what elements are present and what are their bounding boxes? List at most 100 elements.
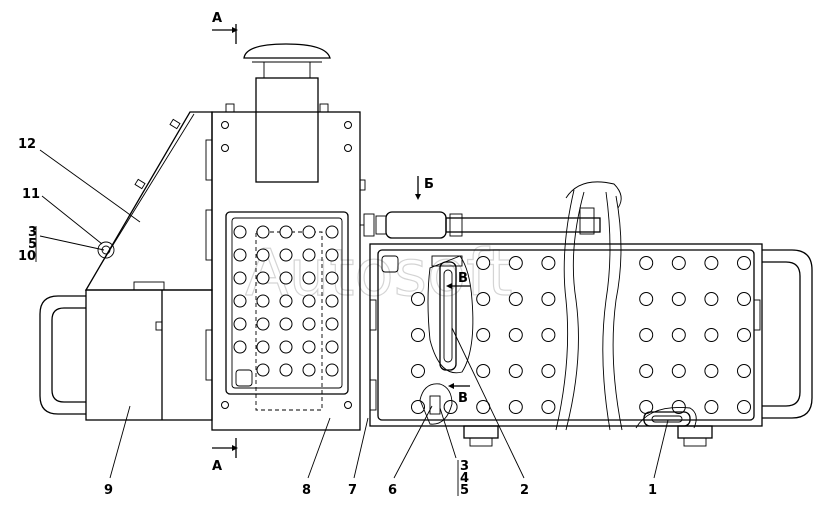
perforation-hole xyxy=(279,271,293,285)
perforation-hole xyxy=(704,328,719,342)
perforation-hole xyxy=(302,294,316,308)
callout-8: 8 xyxy=(302,483,311,498)
perforation-hole xyxy=(639,364,654,378)
perforation-hole xyxy=(256,340,270,354)
perforation-hole xyxy=(325,248,339,262)
perforation-hole xyxy=(325,340,339,354)
perforation-hole xyxy=(704,364,719,378)
left-handle xyxy=(39,295,86,415)
tank-body-part-7 xyxy=(369,243,763,427)
perforation-hole xyxy=(737,256,751,270)
perforation-hole xyxy=(279,340,293,354)
perforation-hole xyxy=(302,317,316,331)
perforation-hole xyxy=(737,400,751,414)
callout-stack-left-3: 10 xyxy=(18,249,36,264)
perforation-hole xyxy=(541,328,556,342)
perforation-hole xyxy=(302,340,316,354)
perforation-hole xyxy=(737,328,751,342)
filler-neck xyxy=(243,43,331,183)
leader-lines xyxy=(35,149,669,496)
perforation-hole xyxy=(541,364,556,378)
perforation-hole xyxy=(541,256,556,270)
perforation-hole xyxy=(541,400,556,414)
callout-stack-right-1: 3 xyxy=(460,459,469,474)
perforation-hole xyxy=(704,292,719,306)
perforation-hole xyxy=(737,292,751,306)
perforation-hole xyxy=(325,363,339,377)
section-a-top: А xyxy=(212,11,238,44)
central-housing-part-8 xyxy=(205,103,366,431)
perforation-hole xyxy=(639,256,654,270)
callout-7: 7 xyxy=(348,483,357,498)
callout-9: 9 xyxy=(104,483,113,498)
perforation-hole xyxy=(302,225,316,239)
perforation-hole xyxy=(704,400,719,414)
view-b-marker: Б xyxy=(415,176,434,200)
perforation-hole xyxy=(325,317,339,331)
break-lines xyxy=(555,181,623,431)
perforation-hole xyxy=(256,271,270,285)
section-v-top: В xyxy=(446,271,470,289)
perforation-hole xyxy=(233,225,247,239)
callout-1: 1 xyxy=(648,483,657,498)
perforation-hole xyxy=(508,364,523,378)
perforation-hole xyxy=(639,328,654,342)
perforation-hole xyxy=(233,294,247,308)
perforation-hole xyxy=(411,292,425,306)
perforation-hole xyxy=(508,400,523,414)
perforation-hole xyxy=(476,328,491,342)
callouts: 12 11 3 5 10 9 8 7 6 3 4 5 2 1 xyxy=(18,137,657,498)
callout-stack-left-2: 5 xyxy=(28,237,37,252)
drain-fitting-part-6 xyxy=(419,383,453,425)
perforation-hole xyxy=(508,256,523,270)
level-gauge-part-2 xyxy=(427,255,474,374)
perforation-hole xyxy=(639,292,654,306)
perforation-hole xyxy=(737,364,751,378)
perforation-hole xyxy=(279,363,293,377)
section-a-top-label: А xyxy=(212,11,222,26)
perforation-hole xyxy=(671,292,686,306)
perforation-hole xyxy=(279,248,293,262)
perforation-hole xyxy=(671,328,686,342)
perforation-hole xyxy=(256,363,270,377)
view-b-label: Б xyxy=(424,177,434,192)
perforation-hole xyxy=(541,292,556,306)
callout-11: 11 xyxy=(22,187,40,202)
perforation-hole xyxy=(302,363,316,377)
perforation-hole xyxy=(704,256,719,270)
callout-12: 12 xyxy=(18,137,36,152)
section-v-bottom-label: В xyxy=(458,391,468,406)
perforation-hole xyxy=(476,256,491,270)
right-handle xyxy=(762,249,813,419)
left-box-part-9 xyxy=(85,281,213,421)
perforation-hole xyxy=(671,256,686,270)
perforation-hole xyxy=(279,317,293,331)
callout-2: 2 xyxy=(520,483,529,498)
section-v-bottom: В xyxy=(448,383,470,406)
section-a-bottom: А xyxy=(212,438,238,474)
perforation-hole xyxy=(476,364,491,378)
perforation-hole xyxy=(279,294,293,308)
perforation-hole xyxy=(302,271,316,285)
perforation-hole xyxy=(233,340,247,354)
callout-stack-right-3: 5 xyxy=(460,483,469,498)
perforation-hole xyxy=(508,328,523,342)
perforation-hole xyxy=(233,317,247,331)
perforation-hole xyxy=(256,225,270,239)
perforation-hole xyxy=(233,248,247,262)
perforation-hole xyxy=(508,292,523,306)
perforation-hole xyxy=(256,294,270,308)
callout-stack-left-1: 3 xyxy=(28,225,37,240)
perforation-hole xyxy=(302,248,316,262)
callout-stack-right-2: 4 xyxy=(460,471,469,486)
top-pipe xyxy=(360,207,601,239)
sloped-cover-part-12 xyxy=(84,111,213,291)
perforation-hole xyxy=(476,292,491,306)
perforation-hole xyxy=(411,328,425,342)
perforation-hole xyxy=(325,271,339,285)
perforation-hole xyxy=(325,294,339,308)
perforation-hole xyxy=(411,364,425,378)
section-v-top-label: В xyxy=(458,271,468,286)
section-a-bottom-label: А xyxy=(212,459,222,474)
